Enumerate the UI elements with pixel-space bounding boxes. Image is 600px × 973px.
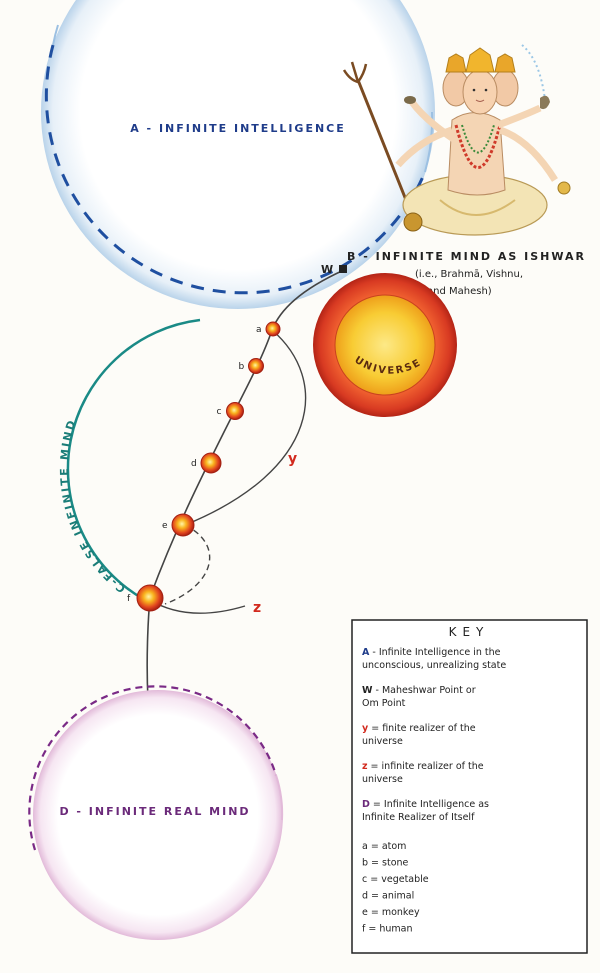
- label-y: y: [288, 451, 297, 467]
- label-infinite-real-mind: D - INFINITE REAL MIND: [59, 805, 250, 818]
- key-stage-b: b = stone: [362, 858, 409, 869]
- label-infinite-intelligence: A - INFINITE INTELLIGENCE: [130, 122, 346, 135]
- key-entry: z = infinite realizer of the universe: [362, 761, 484, 785]
- stage-letter-c: c: [217, 407, 222, 417]
- universe-sphere: [313, 273, 457, 417]
- label-ishwar-sub1: (i.e., Brahmā, Vishnu,: [415, 269, 523, 280]
- stage-letter-f: f: [127, 594, 131, 604]
- ishwar-figure-illustration: [342, 44, 571, 236]
- key-stage-a: a = atom: [362, 841, 406, 852]
- stage-f: f: [127, 584, 164, 612]
- label-w: W: [321, 263, 333, 276]
- key-entry: y = finite realizer of the universe: [362, 723, 476, 747]
- stage-letter-b: b: [239, 362, 245, 372]
- key-entry-line: Infinite Realizer of Itself: [362, 812, 475, 823]
- label-z: z: [253, 600, 261, 616]
- key-entry: D = Infinite Intelligence as Infinite Rea…: [362, 799, 489, 823]
- key-entry-line: z = infinite realizer of the: [362, 761, 484, 772]
- key-stage-e: e = monkey: [362, 907, 420, 918]
- y-realizer-arc: [184, 329, 307, 526]
- key-description: = Infinite Intelligence as: [370, 799, 489, 810]
- key-entry-line: universe: [362, 774, 403, 785]
- key-entry-line: D = Infinite Intelligence as: [362, 799, 489, 810]
- key-stage-d: d = animal: [362, 891, 414, 902]
- stage-bead-c: [226, 402, 244, 420]
- stage-letter-d: d: [191, 459, 197, 469]
- key-entry-line: Om Point: [362, 698, 406, 709]
- key-title: KEY: [449, 625, 490, 639]
- key-entry-line: y = finite realizer of the: [362, 723, 476, 734]
- stage-d: d: [191, 452, 222, 474]
- stage-bead-b: [248, 358, 264, 374]
- z-realizer-arc: [149, 599, 246, 614]
- stage-e: e: [162, 513, 195, 537]
- key-entry-line: unconscious, unrealizing state: [362, 660, 506, 671]
- key-entry: W - Maheshwar Point or Om Point: [362, 685, 476, 709]
- key-entry-line: universe: [362, 736, 403, 747]
- stage-letter-a: a: [256, 325, 262, 335]
- infinite-intelligence-circle: [41, 0, 435, 309]
- stage-bead-e: [171, 513, 195, 537]
- stage-bead-f: [136, 584, 164, 612]
- stage-bead-d: [200, 452, 222, 474]
- z-dashed-arc: [164, 524, 211, 605]
- key-stage-f: f = human: [362, 924, 412, 935]
- label-ishwar-sub2: and Mahesh): [427, 286, 492, 297]
- key-description: - Infinite Intelligence in the: [369, 647, 500, 658]
- key-description: - Maheshwar Point or: [372, 685, 475, 696]
- evolution-stages: a b c d e f: [127, 321, 281, 612]
- key-entry: A - Infinite Intelligence in the unconsci…: [362, 647, 506, 671]
- stage-letter-e: e: [162, 521, 168, 531]
- label-false-infinite-mind: C-FALSE INFINITE MIND: [58, 417, 128, 595]
- key-symbol: W: [362, 685, 373, 696]
- stage-c: c: [217, 402, 244, 420]
- key-stage-c: c = vegetable: [362, 874, 429, 885]
- key-entry-line: W - Maheshwar Point or: [362, 685, 476, 696]
- infinite-real-mind-circle: [28, 685, 284, 940]
- key-symbol: A: [362, 647, 370, 658]
- key-symbol: y: [362, 723, 369, 734]
- key-symbol: D: [362, 799, 370, 810]
- key-legend: KEY A - Infinite Intelligence in the unco…: [351, 619, 588, 954]
- key-symbol: z: [362, 761, 368, 772]
- stage-a: a: [256, 321, 281, 337]
- stage-bead-a: [265, 321, 281, 337]
- w-point-marker: [339, 265, 347, 273]
- evolution-line: [146, 269, 345, 701]
- stage-b: b: [239, 358, 264, 374]
- key-description: = finite realizer of the: [368, 723, 476, 734]
- key-entry-line: A - Infinite Intelligence in the: [362, 647, 501, 658]
- key-description: = infinite realizer of the: [368, 761, 484, 772]
- false-infinite-mind-arc: [66, 318, 201, 602]
- label-ishwar: B - INFINITE MIND AS ISHWAR: [347, 250, 586, 263]
